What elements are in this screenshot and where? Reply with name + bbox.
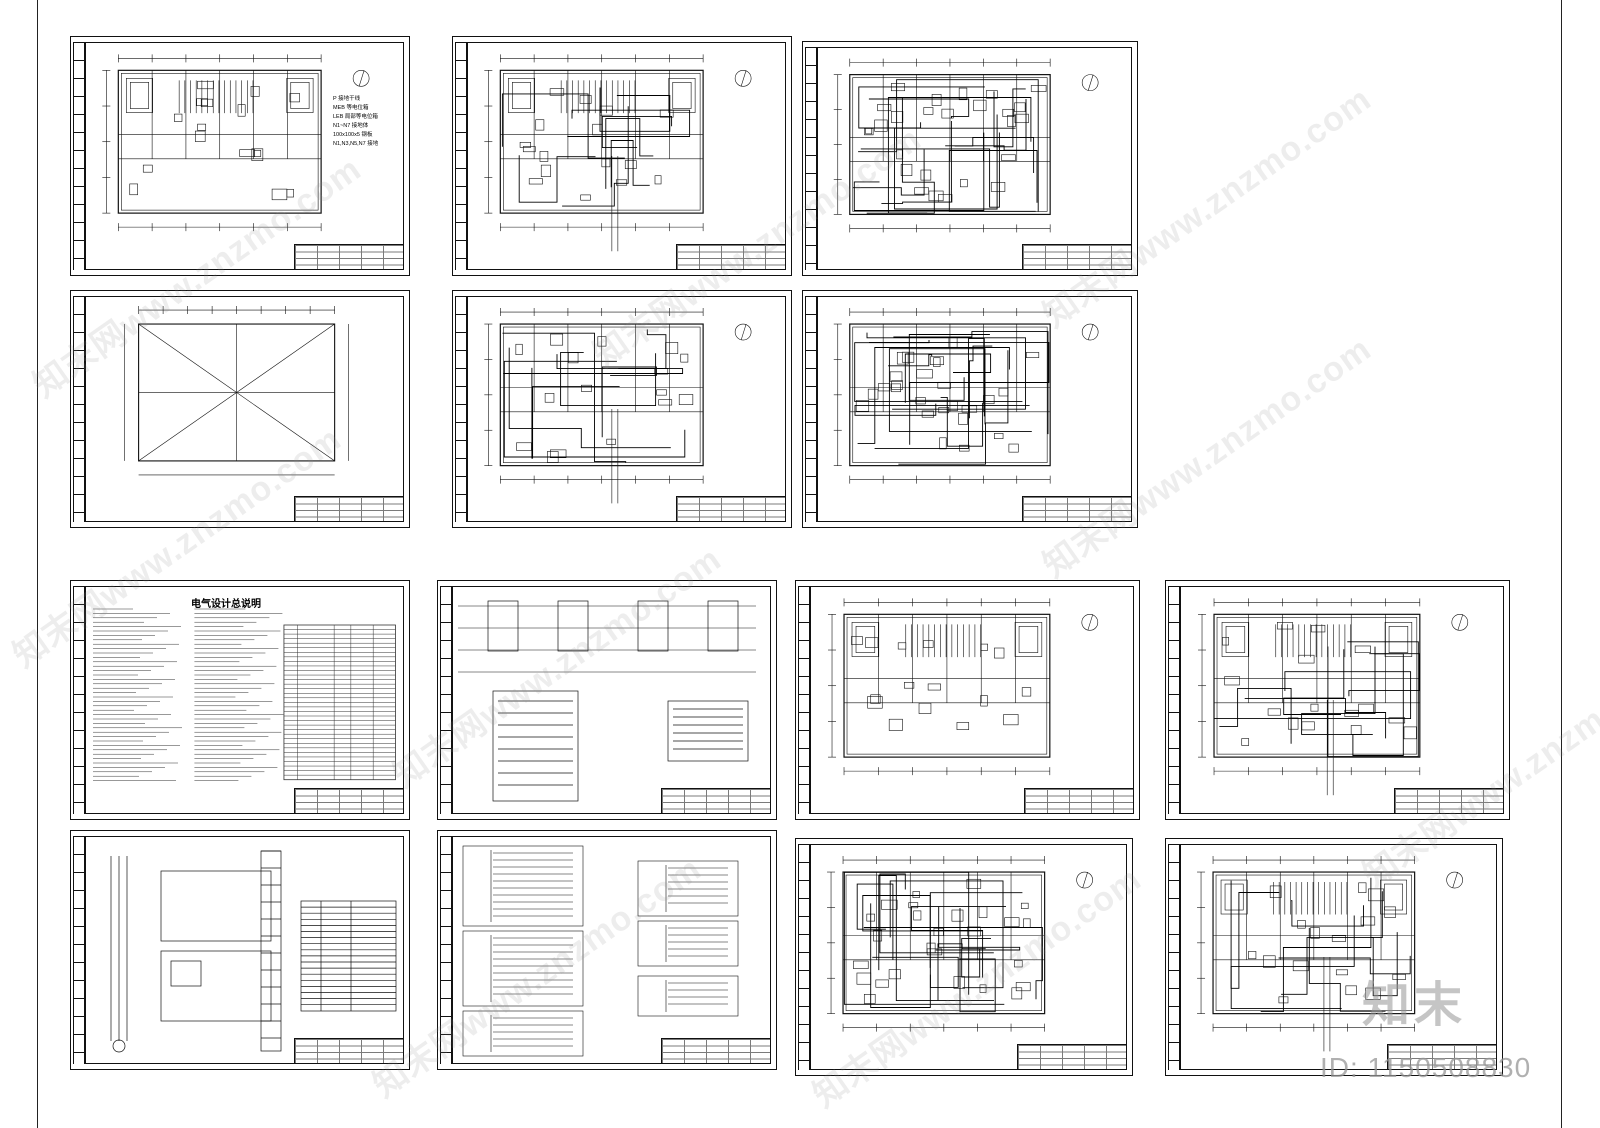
title-block-grid [1395, 789, 1503, 813]
sheet-side-strip [1168, 586, 1180, 814]
title-block [676, 496, 786, 522]
title-block-grid [1018, 1045, 1126, 1069]
sheet-drawing [102, 54, 370, 232]
sheet-side-strip [73, 42, 85, 270]
title-block [294, 496, 404, 522]
title-block [294, 244, 404, 270]
sheet-inner-frame [467, 42, 786, 270]
title-block-grid [295, 789, 403, 813]
title-block-grid [1025, 789, 1133, 813]
sheet-design-notes[interactable]: 电气设计总说明 [70, 580, 410, 820]
title-block-grid [295, 1039, 403, 1063]
sheet-side-strip [455, 42, 467, 270]
title-block [1022, 496, 1132, 522]
title-block [661, 788, 771, 814]
sheet-floor-plan-3[interactable] [452, 290, 792, 528]
sheet-side-strip [73, 586, 85, 814]
legend-line: MEB 等电位箱 [333, 105, 369, 111]
sheet-system-diagram[interactable] [437, 580, 777, 820]
legend-line: N1,N3,N5,N7 接地 [333, 141, 379, 147]
sheet-inner-frame [85, 836, 404, 1064]
title-block [1022, 244, 1132, 270]
sheet-drawing [484, 308, 752, 504]
sheet-floor-plan-4[interactable] [802, 290, 1138, 528]
sheet-side-strip [1168, 844, 1180, 1070]
legend-line: P 接地干线 [333, 96, 361, 102]
sheet-drawing [124, 306, 349, 476]
title-block-grid [677, 245, 785, 269]
title-block [1024, 788, 1134, 814]
sheet-inner-frame [817, 296, 1132, 522]
sheet-lighting-plan[interactable] [795, 838, 1133, 1076]
sheet-inner-frame [1180, 586, 1504, 814]
sheet-inner-frame [810, 586, 1134, 814]
sheet-drawing [833, 58, 1099, 233]
sheet-side-strip [73, 296, 85, 522]
sheet-inner-frame [1180, 844, 1497, 1070]
title-block-grid [662, 1039, 770, 1063]
legend-line: 100x100x5 钢板 [333, 132, 373, 138]
sheet-ground-plan[interactable]: P 接地干线 MEB 等电位箱 LEB 局部等电位箱 N1~N7 接地体 100x100… [70, 36, 410, 276]
sheet-drawing [1197, 856, 1463, 1052]
sheet-floor-plan-1[interactable] [452, 36, 792, 276]
title-block [294, 788, 404, 814]
sheet-drawing [827, 856, 1093, 1032]
title-block-grid [1023, 245, 1131, 269]
sheet-control-diagram[interactable] [70, 830, 410, 1070]
sheet-side-strip [455, 296, 467, 522]
sheet-drawing [110, 850, 397, 1053]
outer-frame [37, 0, 1562, 1128]
sheet-inner-frame [85, 586, 404, 814]
sheet-power-plan-2[interactable] [1165, 580, 1510, 820]
sheet-inner-frame [452, 836, 771, 1064]
sheet-drawing [458, 600, 756, 802]
title-block-grid [295, 245, 403, 269]
sheet-drawing [484, 54, 752, 252]
sheet-side-strip [73, 836, 85, 1064]
sheet-side-strip [798, 586, 810, 814]
title-block [294, 1038, 404, 1064]
title-block [1387, 1044, 1497, 1070]
sheet-socket-plan[interactable] [1165, 838, 1503, 1076]
id-label: ID: 1150508830 [1320, 1052, 1532, 1083]
sheet-drawing [93, 608, 396, 781]
sheet-inner-frame [85, 42, 404, 270]
sheet-drawing [462, 845, 739, 1057]
title-block-grid [662, 789, 770, 813]
legend-notes: P 接地干线 MEB 等电位箱 LEB 局部等电位箱 N1~N7 接地体 100x100… [333, 95, 405, 149]
title-block-grid [1388, 1045, 1496, 1069]
title-block [1017, 1044, 1127, 1070]
legend-line: LEB 局部等电位箱 [333, 114, 378, 120]
sheet-inner-frame [817, 47, 1132, 270]
sheet-drawing [828, 598, 1099, 776]
sheet-side-strip [805, 47, 817, 270]
sheet-inner-frame [85, 296, 404, 522]
sheet-inner-frame [452, 586, 771, 814]
title-block-grid [295, 497, 403, 521]
title-block-grid [677, 497, 785, 521]
sheet-inner-frame [467, 296, 786, 522]
title-block [661, 1038, 771, 1064]
sheet-side-strip [798, 844, 810, 1070]
title-block [676, 244, 786, 270]
sheet-roof-plan[interactable] [70, 290, 410, 528]
sheet-floor-plan-2[interactable] [802, 41, 1138, 276]
legend-line: N1~N7 接地体 [333, 123, 369, 129]
sheet-side-strip [805, 296, 817, 522]
title-block-grid [1023, 497, 1131, 521]
sheet-side-strip [440, 586, 452, 814]
sheet-drawing [833, 308, 1099, 484]
sheet-inner-frame [810, 844, 1127, 1070]
sheet-drawing [1198, 598, 1469, 796]
title-block [1394, 788, 1504, 814]
sheet-distribution-boxes[interactable] [437, 830, 777, 1070]
sheet-power-plan-1[interactable] [795, 580, 1140, 820]
brand-logo: 知末 [1362, 979, 1467, 1032]
sheet-side-strip [440, 836, 452, 1064]
sheet-title: 电气设计总说明 [191, 599, 261, 610]
